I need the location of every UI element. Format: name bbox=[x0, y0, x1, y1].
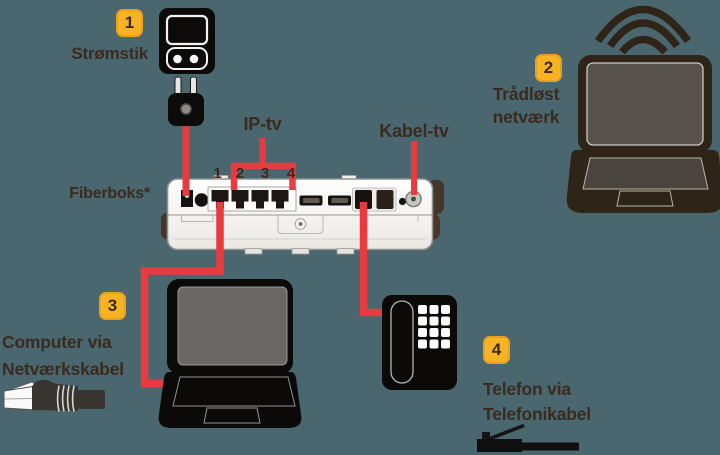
tradlost-line1: Trådløst bbox=[492, 84, 560, 104]
wired-laptop-icon bbox=[158, 279, 302, 428]
phone-port-2 bbox=[376, 190, 394, 209]
ethernet-cable bbox=[140, 202, 224, 388]
rj11-plug-body bbox=[477, 439, 522, 452]
ethernet-port-4 bbox=[271, 190, 289, 209]
wall-socket-plate bbox=[165, 14, 209, 46]
rj11-cable bbox=[522, 442, 579, 451]
telephone-icon bbox=[382, 295, 457, 390]
step-2-number: 2 bbox=[543, 58, 554, 77]
plug-prong bbox=[190, 76, 197, 96]
telefon-line1: Telefon via bbox=[483, 379, 571, 399]
reset-button bbox=[398, 197, 407, 206]
telefon-line2: Telefonikabel bbox=[483, 404, 591, 424]
fiberbox-foot bbox=[336, 248, 355, 255]
laptop-touchpad bbox=[616, 190, 674, 207]
rj11-clip-hinge bbox=[482, 432, 490, 440]
port-number-2: 2 bbox=[235, 165, 245, 182]
telephone-cable-connector-icon bbox=[477, 424, 579, 452]
wall-socket-and-plug-icon bbox=[159, 8, 215, 126]
computer-line2: Netværkskabel bbox=[2, 359, 124, 379]
step-4-badge: 4 bbox=[483, 336, 510, 364]
laptop-screen bbox=[586, 62, 704, 146]
fiberbox-screw-center bbox=[298, 222, 303, 226]
rj45-cable bbox=[78, 390, 105, 409]
laptop-base bbox=[158, 372, 302, 428]
step-3-badge: 3 bbox=[99, 292, 126, 320]
fiberbox-screw-plate bbox=[277, 215, 324, 234]
tradlost-netvaerk-label: Trådløst netværk bbox=[470, 83, 582, 129]
telephone-handset bbox=[390, 300, 414, 384]
rj11-clip bbox=[484, 424, 525, 442]
socket-hole bbox=[189, 54, 199, 64]
fiberbox-panel-line bbox=[181, 215, 214, 222]
ethernet-port-3 bbox=[251, 190, 269, 209]
port-number-4: 4 bbox=[286, 165, 296, 182]
iptv-label: IP-tv bbox=[243, 114, 282, 134]
round-port bbox=[194, 193, 209, 207]
port-number-3: 3 bbox=[260, 165, 270, 182]
step-1-badge: 1 bbox=[116, 9, 143, 37]
rj45-plug-seam bbox=[3, 398, 37, 400]
tradlost-line2: netværk bbox=[492, 107, 560, 127]
wall-socket-outlet bbox=[166, 47, 208, 70]
ethernet-port-2 bbox=[231, 190, 249, 209]
step-2-badge: 2 bbox=[535, 54, 562, 82]
fiberboks-label: Fiberboks* bbox=[69, 185, 150, 202]
rj45-plug-head bbox=[3, 385, 37, 411]
usb-port-2-tongue bbox=[331, 198, 348, 203]
kabeltv-label: Kabel-tv bbox=[379, 121, 449, 141]
laptop-keyboard bbox=[172, 376, 296, 407]
step-3-number: 3 bbox=[107, 296, 118, 315]
stromstik-label: Strømstik bbox=[71, 44, 148, 63]
laptop-keyboard bbox=[582, 157, 709, 190]
computer-via-netvaerkskabel-label: Computer via Netværkskabel bbox=[2, 329, 177, 383]
computer-line1: Computer via bbox=[2, 332, 112, 352]
wifi-icon bbox=[594, 5, 692, 55]
port-number-1: 1 bbox=[213, 165, 222, 182]
telephone-cable bbox=[359, 202, 386, 317]
laptop-screen bbox=[177, 286, 288, 366]
power-plug-screw bbox=[180, 103, 192, 115]
telephone-keypad bbox=[418, 305, 450, 349]
rj45-boot-ribs bbox=[56, 385, 75, 412]
ethernet-port-1 bbox=[211, 190, 229, 209]
fiberbox-foot bbox=[291, 248, 310, 255]
phone-port-1 bbox=[355, 190, 372, 209]
laptop-touchpad bbox=[203, 407, 261, 424]
socket-hole bbox=[173, 54, 182, 64]
telefon-via-telefonikabel-label: Telefon via Telefonikabel bbox=[483, 377, 648, 427]
coax-port-pin bbox=[411, 196, 416, 202]
fiberbox-foot bbox=[244, 248, 263, 255]
rj45-boot bbox=[32, 379, 78, 411]
step-1-number: 1 bbox=[124, 13, 135, 32]
wall-socket-body bbox=[159, 8, 215, 74]
network-cable-connector-icon bbox=[3, 379, 105, 412]
wireless-laptop-icon bbox=[566, 5, 720, 213]
usb-port-1-tongue bbox=[303, 198, 320, 203]
iptv-cable-bracket bbox=[230, 162, 296, 190]
step-4-number: 4 bbox=[491, 340, 502, 359]
plug-prong bbox=[174, 76, 182, 96]
